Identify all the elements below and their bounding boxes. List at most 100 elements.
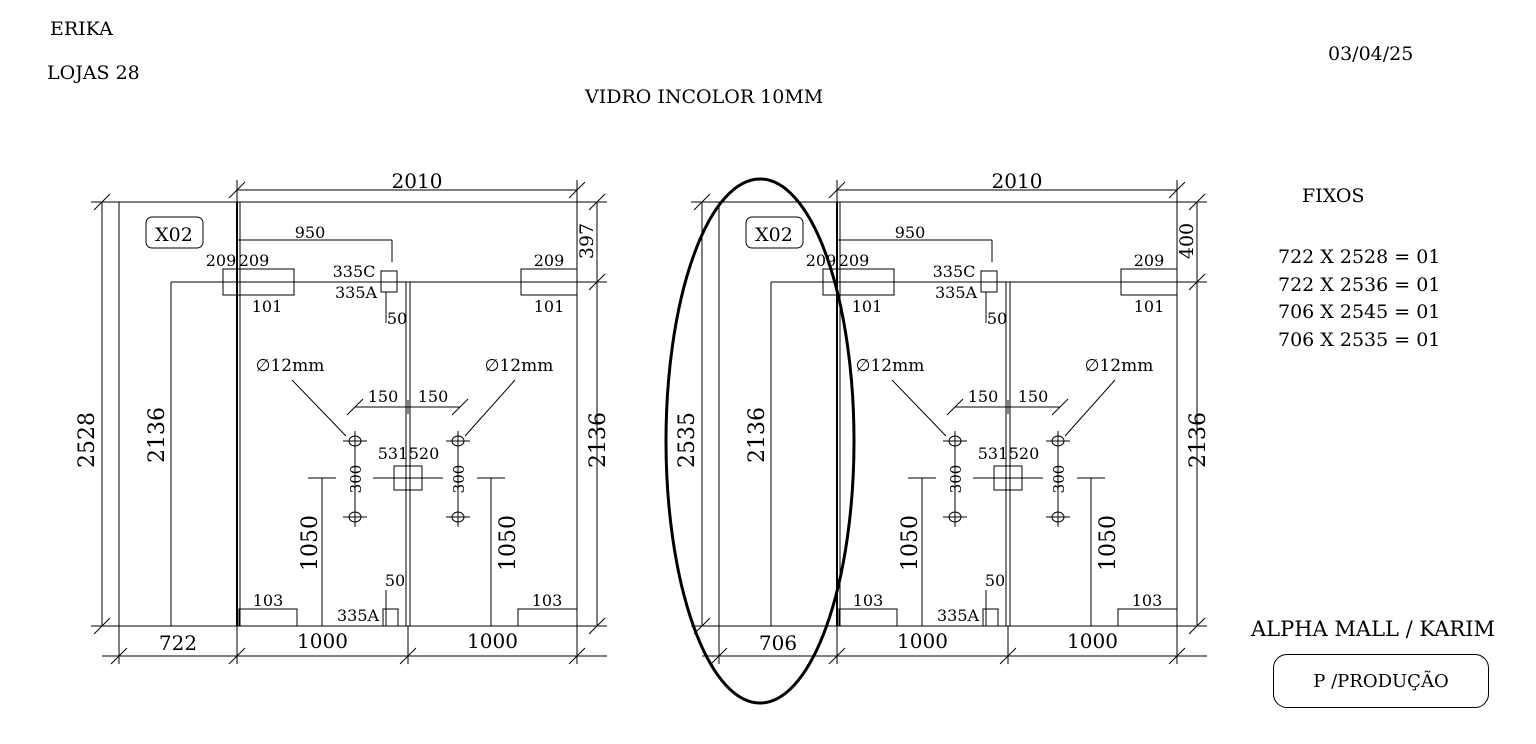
dimension-tick [588, 617, 606, 635]
dimension-tick [710, 647, 728, 665]
glass-outline [118, 201, 578, 627]
bottom-rail-right [517, 608, 578, 627]
pivot-offset-label: 950 [895, 223, 926, 242]
hinge-right-depth-label: 101 [534, 297, 565, 316]
hole-leader-line [1064, 379, 1116, 437]
handle-floor-right-label: 1050 [496, 515, 521, 571]
door-width-left-label: 1000 [897, 629, 948, 653]
fixed-width-label: 706 [759, 631, 797, 655]
handle-floor-right-label: 1050 [1096, 515, 1121, 571]
store-number: LOJAS 28 [47, 62, 140, 84]
dimension-tick [228, 181, 246, 199]
fixos-item: 706 X 2535 = 01 [1278, 328, 1441, 351]
hinge-left-depth-label: 101 [252, 297, 283, 316]
handle-spacing-right-label: 300 [1050, 465, 1068, 494]
bottom-pivot-fitting [382, 608, 399, 627]
dimension-tick [1188, 193, 1206, 211]
panel-tag-box [745, 216, 804, 249]
fitting-top-a-label: 335A [335, 283, 378, 302]
handle-right-height-label: 520 [409, 444, 440, 463]
top-pivot-fitting [380, 270, 398, 293]
hinge-right [520, 268, 578, 296]
panel-tag: X02 [155, 224, 193, 246]
dimension-tick [693, 193, 711, 211]
fitting-bottom-label: 335A [937, 606, 980, 625]
hole-right-label: ∅12mm [485, 356, 554, 376]
bottom-rail-right-label: 103 [532, 591, 563, 610]
dimension-tick [828, 181, 846, 199]
door-width-right-label: 1000 [467, 629, 518, 653]
fixos-item: 722 X 2536 = 01 [1278, 273, 1441, 296]
bottom-rail-right [1117, 608, 1178, 627]
panel-tag: X02 [755, 224, 793, 246]
hole-spacing-left-label: 150 [368, 387, 399, 406]
dimension-tick [110, 647, 128, 665]
fitting-top-c-label: 335C [933, 262, 976, 281]
dimension-tick [228, 647, 246, 665]
bottom-pivot-fitting [982, 608, 999, 627]
handle-floor-left-label: 1050 [298, 515, 323, 571]
dimension-tick [93, 617, 111, 635]
fitting-bottom-gap-label: 50 [385, 571, 405, 590]
dimension-tick [946, 398, 964, 416]
fixed-width-label: 722 [159, 631, 197, 655]
door-height-right-label: 2136 [1186, 412, 1211, 468]
door-width-left-label: 1000 [297, 629, 348, 653]
hinge-left [222, 268, 295, 296]
bottom-rail-left-label: 103 [253, 591, 284, 610]
fitting-top-a-label: 335A [935, 283, 978, 302]
total-height-label: 2528 [75, 412, 100, 468]
dimension-tick [93, 193, 111, 211]
fixos-item: 706 X 2545 = 01 [1278, 301, 1441, 323]
hole-left-label: ∅12mm [856, 356, 925, 376]
hinge-right [1120, 268, 1178, 296]
dimension-tick [399, 647, 417, 665]
fitting-top-gap-label: 50 [987, 309, 1007, 328]
door-height-right-label: 2136 [586, 412, 611, 468]
fixos-title: FIXOS [1302, 185, 1365, 207]
dimension-tick [1051, 398, 1069, 416]
bottom-rail-left [838, 608, 898, 627]
fitting-top-gap-label: 50 [387, 309, 407, 328]
top-height-label: 397 [576, 223, 598, 259]
hinge-left-label: 209 [206, 251, 237, 270]
door-height-left-label: 2136 [145, 407, 170, 463]
hole-leader-line [891, 379, 947, 437]
dimension-tick [1188, 617, 1206, 635]
hinge-left-label: 209 [839, 251, 870, 270]
handle-spacing-right-label: 300 [450, 465, 468, 494]
hole-right-label: ∅12mm [1085, 356, 1154, 376]
bottom-rail-right-label: 103 [1132, 591, 1163, 610]
dimension-tick [1168, 647, 1186, 665]
glass-panel-drawing-left: X02 2010 397 2136 2528 2136 722 1000 1000 950 209 2… [75, 169, 611, 665]
total-width-label: 2010 [392, 169, 443, 193]
fitting-top-c-label: 335C [333, 262, 376, 281]
hinge-right-depth-label: 101 [1134, 297, 1165, 316]
dimension-tick [828, 647, 846, 665]
production-stamp: P /PRODUÇÃO [1273, 654, 1489, 708]
glass-spec-title: VIDRO INCOLOR 10MM [585, 86, 824, 108]
hole-spacing-right-label: 150 [418, 387, 449, 406]
hinge-right-label: 209 [534, 251, 565, 270]
production-stamp-label: P /PRODUÇÃO [1313, 670, 1449, 692]
pivot-offset-label: 950 [295, 223, 326, 242]
hinge-right-label: 209 [1134, 251, 1165, 270]
fixos-item: 722 X 2528 = 01 [1278, 246, 1441, 268]
handle-floor-left-label: 1050 [898, 515, 923, 571]
hinge-left-depth-label: 101 [852, 297, 883, 316]
drawing-date: 03/04/25 [1328, 43, 1414, 65]
handle-right-height-label: 520 [1009, 444, 1040, 463]
highlight-ellipse [664, 177, 856, 705]
door-width-right-label: 1000 [1067, 629, 1118, 653]
hinge-left [822, 268, 895, 296]
top-height-label: 400 [1176, 223, 1198, 259]
hole-leader-line [464, 379, 516, 437]
door-height-left-label: 2136 [745, 407, 770, 463]
panel-tag-box [145, 216, 204, 249]
hole-spacing-left-label: 150 [968, 387, 999, 406]
dimension-tick [451, 398, 469, 416]
location-label: ALPHA MALL / KARIM [1251, 617, 1495, 641]
hole-spacing-right-label: 150 [1018, 387, 1049, 406]
client-name: ERIKA [50, 18, 113, 40]
